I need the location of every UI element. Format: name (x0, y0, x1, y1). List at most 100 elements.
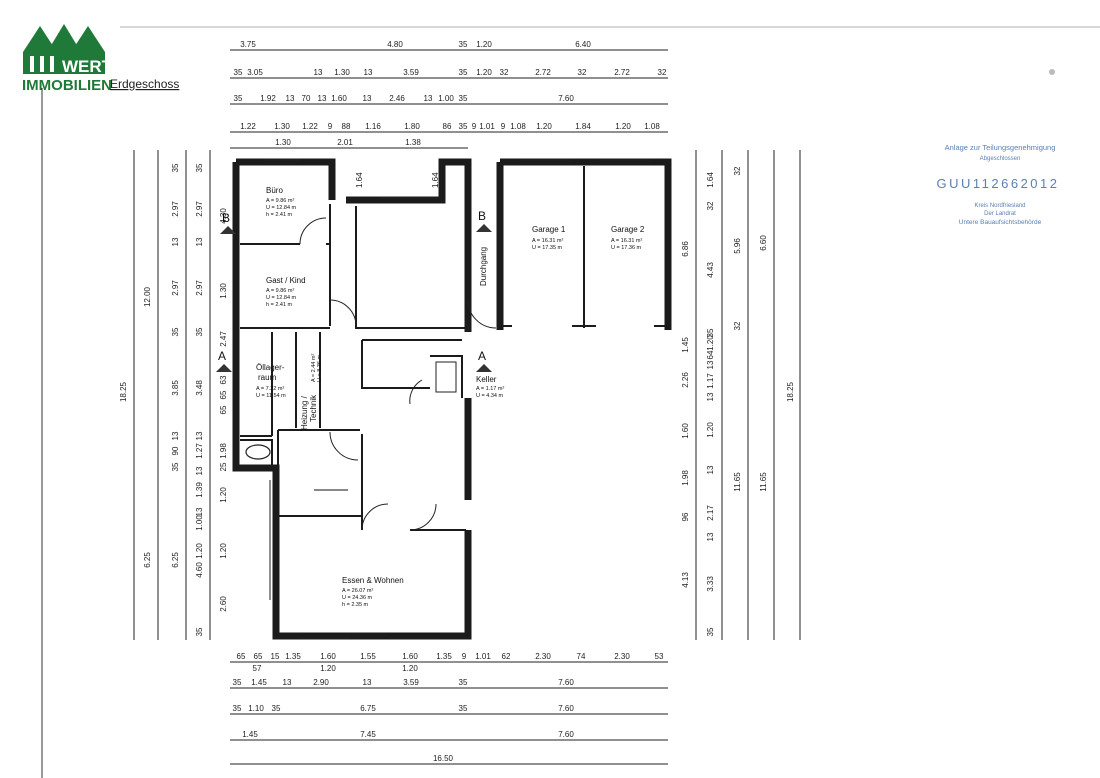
dim-label: 2.46 (389, 94, 405, 103)
room-perimeter: U = 12.84 m (266, 205, 297, 211)
dim-label: 9 (472, 122, 477, 131)
dim-label: 1.16 (365, 122, 381, 131)
room-garage-1: Garage 1 A = 16.31 m² U = 17.35 m (532, 225, 566, 251)
dimension-lines-left (133, 150, 211, 640)
room-perimeter: U = 12.84 m (266, 295, 297, 301)
dim-label: 64 (706, 350, 715, 359)
room-name: Garage 2 (611, 225, 645, 234)
dim-label: 1.20 (195, 543, 204, 559)
dim-label: 7.60 (558, 94, 574, 103)
dim-label: 6.86 (681, 241, 690, 257)
dim-label: 13 (706, 392, 715, 401)
dim-label: 13 (171, 431, 180, 440)
dim-label: 35 (234, 68, 243, 77)
room-area: A = 1.17 m² (476, 386, 504, 392)
werth-logo: WERTH IMMOBILIEN (22, 24, 124, 94)
dim-label: 1.20 (615, 122, 631, 131)
dim-label: 2.97 (171, 201, 180, 217)
dim-label: 35 (459, 40, 468, 49)
dim-label: 96 (681, 512, 690, 521)
logo-pillar (50, 56, 54, 72)
room-heizung: Heizung / Technik A = 2.44 m² U = 8.36 m (300, 354, 323, 430)
dim-label: 6.75 (360, 704, 376, 713)
logo-brand: WERTH (62, 57, 124, 76)
room-name: Büro (266, 186, 283, 195)
dim-label: 13 (314, 68, 323, 77)
dim-label: 1.60 (331, 94, 347, 103)
dim-label: 35 (195, 327, 204, 336)
dim-label: 5.96 (733, 238, 742, 254)
stamp-line-2: Abgeschlossen (980, 156, 1021, 162)
dim-label: 35 (459, 68, 468, 77)
dim-label: 6.25 (143, 552, 152, 568)
dim-label: 1.20 (536, 122, 552, 131)
room-area: A = 9.86 m² (266, 198, 294, 204)
dim-label: 1.80 (404, 122, 420, 131)
dim-label: 53 (655, 652, 664, 661)
dim-label: 65 (237, 652, 246, 661)
dim-label: 13 (706, 360, 715, 369)
dim-label: 13 (706, 532, 715, 541)
room-keller: Keller A = 1.17 m² U = 4.34 m (476, 375, 504, 399)
dim-label: 7.60 (558, 678, 574, 687)
dim-label: 35 (234, 94, 243, 103)
dim-label: 62 (502, 652, 511, 661)
dim-label: 6.25 (171, 552, 180, 568)
room-perimeter: U = 4.34 m (476, 393, 503, 399)
dim-label: 2.30 (535, 652, 551, 661)
dim-label: 35 (233, 704, 242, 713)
dim-label: 1.22 (302, 122, 318, 131)
room-perimeter: U = 17.35 m (532, 245, 563, 251)
dim-label: 1.38 (405, 138, 421, 147)
dim-label: 13 (171, 237, 180, 246)
dim-label: 2.97 (195, 280, 204, 296)
dim-label: 6.40 (575, 40, 591, 49)
room-name: Gast / Kind (266, 276, 306, 285)
dim-label: 7.60 (558, 730, 574, 739)
dim-label: 1.00 (195, 515, 204, 531)
dim-label: 7.60 (558, 704, 574, 713)
dim-label: 6.60 (759, 235, 768, 251)
room-name: Heizung / (300, 395, 309, 430)
dim-label: 13 (363, 94, 372, 103)
dim-label: 1.35 (436, 652, 452, 661)
dim-label: 1.08 (510, 122, 526, 131)
dim-label: 1.60 (402, 652, 418, 661)
logo-sub: IMMOBILIEN (22, 77, 112, 94)
dim-label: 35 (171, 462, 180, 471)
room-area: A = 2.44 m² (311, 354, 317, 382)
dim-label: 1.01 (479, 122, 495, 131)
dim-label: 13 (283, 678, 292, 687)
room-name: Technik (309, 394, 318, 422)
dimension-lines-top (230, 49, 668, 149)
dim-label: 1.84 (575, 122, 591, 131)
room-name: raum (258, 373, 277, 382)
dim-label: 2.30 (614, 652, 630, 661)
dim-label: 1.55 (360, 652, 376, 661)
dim-label: 32 (578, 68, 587, 77)
dim-label: 1.60 (320, 652, 336, 661)
dim-label: 1.35 (285, 652, 301, 661)
dim-label: 35 (459, 122, 468, 131)
dim-label: 2.72 (535, 68, 551, 77)
room-perimeter: U = 17.36 m (611, 245, 642, 251)
dim-label: 35 (171, 327, 180, 336)
dim-label: 1.30 (219, 283, 228, 299)
room-height: h = 2.41 m (266, 302, 293, 308)
room-area: A = 9.86 m² (266, 288, 294, 294)
paper-speck (1049, 69, 1055, 75)
room-essen-wohnen: Essen & Wohnen A = 26.07 m² U = 24.36 m … (342, 576, 404, 608)
dim-label: 2.26 (681, 372, 690, 388)
dim-label: 3.59 (403, 68, 419, 77)
dim-label: 11.65 (759, 472, 768, 492)
room-name: Garage 1 (532, 225, 566, 234)
dim-label: 1.30 (274, 122, 290, 131)
dim-label: 1.30 (275, 138, 291, 147)
dim-label: 32 (658, 68, 667, 77)
dim-label: 13 (195, 237, 204, 246)
room-gast-kind: Gast / Kind A = 9.86 m² U = 12.84 m h = … (266, 276, 306, 308)
dim-label: 86 (443, 122, 452, 131)
logo-roof-2 (47, 24, 81, 52)
